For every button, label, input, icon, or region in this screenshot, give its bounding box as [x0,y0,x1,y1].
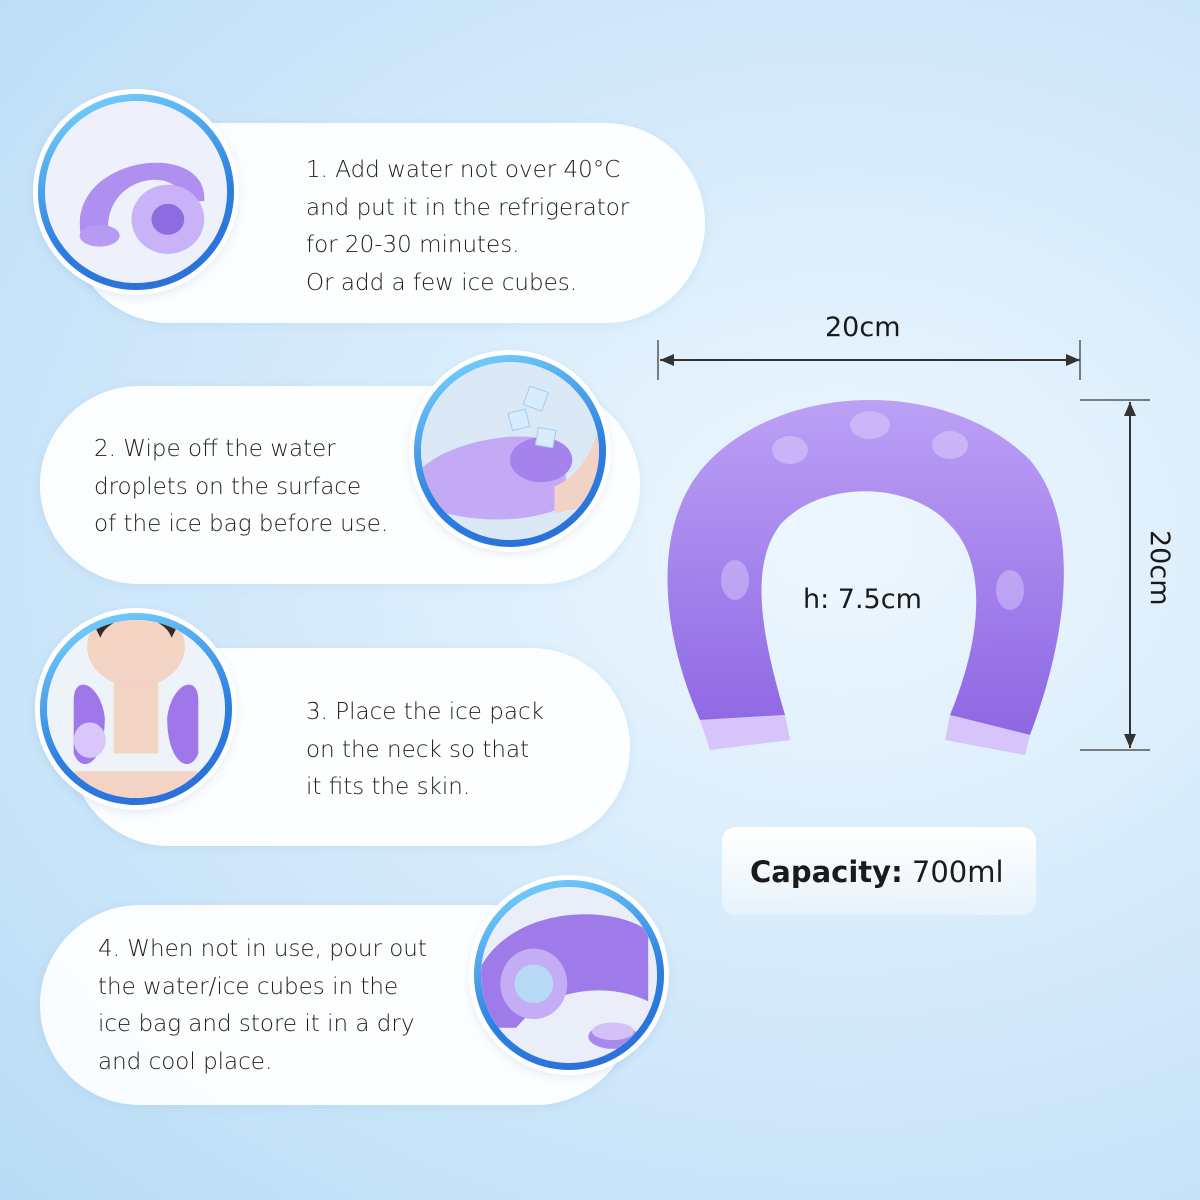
capacity-text: Capacity: 700ml [750,855,1004,889]
step-3-text: 3. Place the ice pack on the neck so tha… [306,699,544,800]
ice-pack-filling-icon [38,94,234,290]
ice-pack-on-neck-icon [40,613,232,805]
thickness-label: h: 7.5cm [803,584,922,615]
height-label: 20cm [1144,530,1175,606]
capacity-value: 700ml [911,855,1004,889]
product-diagram [657,340,1150,755]
neck-ice-pack-shape [667,400,1064,735]
ice-cubes-in-bag-icon [414,355,606,547]
step-2-text: 2. Wipe off the water droplets on the su… [94,436,389,537]
capacity-label: Capacity: [750,855,903,889]
step-1-text: 1. Add water not over 40°C and put it in… [306,157,630,296]
width-label: 20cm [825,312,901,343]
step-4-text: 4. When not in use, pour out the water/i… [98,936,427,1075]
capacity-box: Capacity: 700ml [722,827,1036,915]
ice-pack-cap-icon [474,880,664,1070]
